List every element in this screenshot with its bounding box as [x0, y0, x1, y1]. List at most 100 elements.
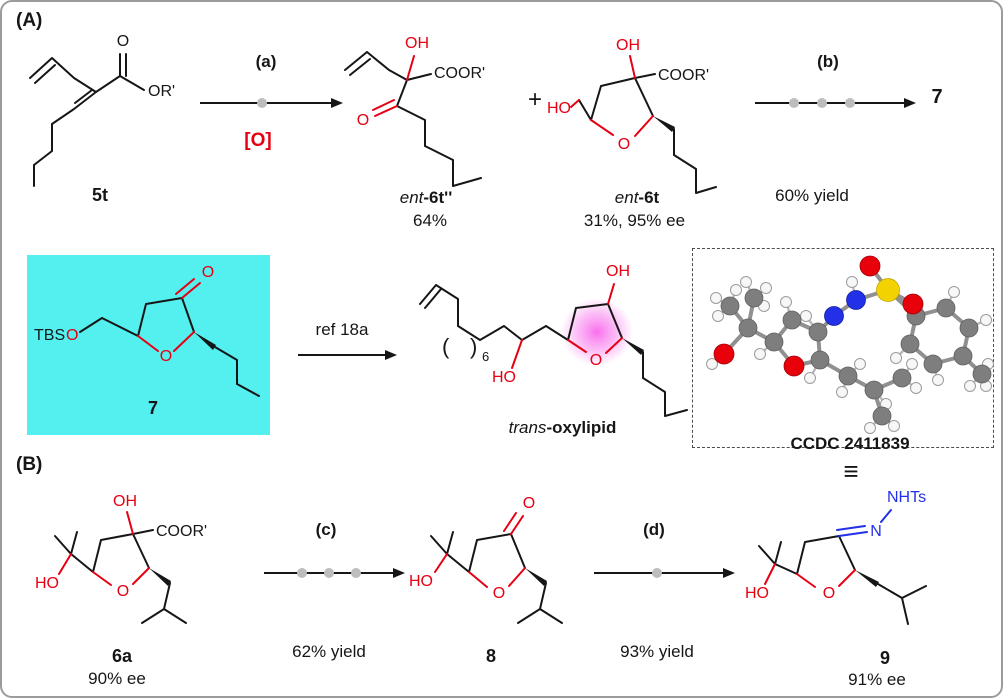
- hydroxyl-ho-label: HO: [35, 575, 59, 592]
- crystal-structure-box: [692, 248, 994, 448]
- tbs-o-label: O: [66, 327, 78, 344]
- ester-label: COOR': [434, 65, 485, 82]
- stereo-wedge: [622, 338, 644, 355]
- yield-64: 64%: [412, 211, 448, 230]
- hydroxyl-label: OH: [616, 37, 640, 54]
- hydroxyl-label: OH: [405, 35, 429, 52]
- product-7-label: 7: [931, 86, 943, 108]
- label-prefix: ent: [614, 188, 639, 207]
- reagent-dot-icon: [351, 568, 361, 579]
- compound-7-label: 7: [147, 398, 158, 418]
- structure-8: HO O O: [409, 495, 563, 624]
- reagent-dot-icon: [845, 98, 855, 109]
- crystal-structure-model: [706, 255, 994, 434]
- structure-6a: HO OH COOR' O: [35, 493, 207, 624]
- hydroxyl-ho-label: HO: [745, 585, 769, 602]
- label-suffix: -oxylipid: [546, 418, 617, 437]
- ring-o-label: O: [493, 585, 505, 602]
- ketone-o-label: O: [357, 112, 369, 129]
- oxygen-bonds: [764, 563, 856, 588]
- tbs-label: TBS: [34, 327, 65, 344]
- arrow-step-b: [755, 98, 905, 109]
- structure-bonds: [54, 529, 187, 624]
- repeat-subscript: 6: [482, 349, 489, 364]
- reagent-dot-icon: [817, 98, 827, 109]
- oxygen-bonds: [570, 55, 654, 137]
- reagent-dot-icon: [257, 98, 267, 109]
- structure-9: NHTs N HO O: [745, 489, 927, 625]
- paren-open: (: [442, 334, 450, 359]
- oxygen-bonds: [434, 512, 526, 588]
- oxidant-label: [O]: [244, 130, 272, 151]
- yield-62: 62% yield: [292, 642, 366, 661]
- ring-highlight: [561, 298, 633, 366]
- compound-8-label: 8: [485, 646, 496, 666]
- arrow-step-a: [200, 98, 332, 109]
- ref-18a-label: ref 18a: [315, 320, 369, 339]
- oxygen-bonds: [58, 511, 150, 586]
- ketone-o-label: O: [523, 495, 535, 512]
- step-b-label: (b): [817, 52, 839, 71]
- panel-b-label: (B): [16, 454, 43, 475]
- ring-o-label: O: [618, 136, 630, 153]
- carbonyl-o-label: O: [117, 33, 129, 50]
- ester-label: COOR': [156, 523, 207, 540]
- imine-n-label: N: [870, 523, 882, 540]
- oxygen-bonds: [372, 55, 415, 117]
- sulfur-atom: [876, 278, 900, 302]
- yield-60: 60% yield: [775, 186, 849, 205]
- step-d-label: (d): [643, 520, 665, 539]
- label-prefix: ent: [399, 188, 424, 207]
- oxygen-atoms: [713, 255, 924, 377]
- heavy-atom-bonds: [722, 264, 984, 418]
- panel-a-label: (A): [16, 10, 43, 31]
- reagent-dot-icon: [789, 98, 799, 109]
- ccdc-label: CCDC 2411839: [790, 434, 910, 453]
- oxygen-bonds: [511, 283, 623, 369]
- structure-bonds: [419, 284, 688, 417]
- stereo-wedge: [653, 116, 675, 132]
- structure-5t: O OR': [29, 33, 175, 187]
- yield-93: 93% yield: [620, 642, 694, 661]
- structure-bonds: [578, 73, 717, 194]
- nitrogen-atoms: [824, 290, 866, 326]
- label-suffix: -6t: [638, 188, 660, 207]
- structure-trans-oxylipid: ( ) 6 HO OH O: [419, 263, 688, 417]
- ester-label: COOR': [658, 67, 709, 84]
- hydrogen-atoms: [706, 276, 994, 434]
- label-prefix: trans: [508, 418, 547, 437]
- arrow-step-d: [594, 568, 724, 579]
- compound-6a-label: 6a: [111, 646, 133, 666]
- trans-oxylipid-label: trans-oxylipid: [480, 418, 645, 438]
- structure-5t-bonds: [29, 53, 145, 187]
- hydroxyl-ho-label: HO: [492, 369, 516, 386]
- ketone-o-label: O: [202, 264, 214, 281]
- structure-7: TBS O O O: [34, 264, 260, 397]
- reagent-dot-icon: [652, 568, 662, 579]
- oxygen-bonds: [137, 278, 201, 352]
- step-c-label: (c): [315, 520, 337, 539]
- structure-bonds: [344, 51, 482, 187]
- ee-90: 90% ee: [88, 669, 146, 688]
- arrow-step-c: [264, 568, 394, 579]
- paren-close: ): [470, 334, 477, 359]
- structure-bonds: [758, 535, 927, 625]
- yield-31-95ee: 31%, 95% ee: [583, 211, 686, 230]
- arrow-ref-18a: [298, 354, 386, 357]
- compound-5t-label: 5t: [91, 185, 108, 205]
- compound-ent-6t-label: ent-6t: [587, 188, 687, 208]
- hydroxymethyl-label: HO: [547, 100, 571, 117]
- step-a-label: (a): [255, 52, 277, 71]
- hydroxyl-oh-label: OH: [113, 493, 137, 510]
- compound-9-label: 9: [879, 648, 890, 668]
- structure-bonds: [430, 531, 563, 624]
- nhts-label: NHTs: [887, 489, 926, 506]
- stereo-wedge: [149, 568, 171, 586]
- ring-o-label: O: [590, 352, 602, 369]
- stereo-wedge: [525, 568, 547, 586]
- reagent-dot-icon: [297, 568, 307, 579]
- structure-ent-6t: OH COOR' HO O: [547, 37, 717, 194]
- structure-ent-6t-doubleprime: OH COOR' O: [344, 35, 485, 187]
- ring-o-label: O: [160, 348, 172, 365]
